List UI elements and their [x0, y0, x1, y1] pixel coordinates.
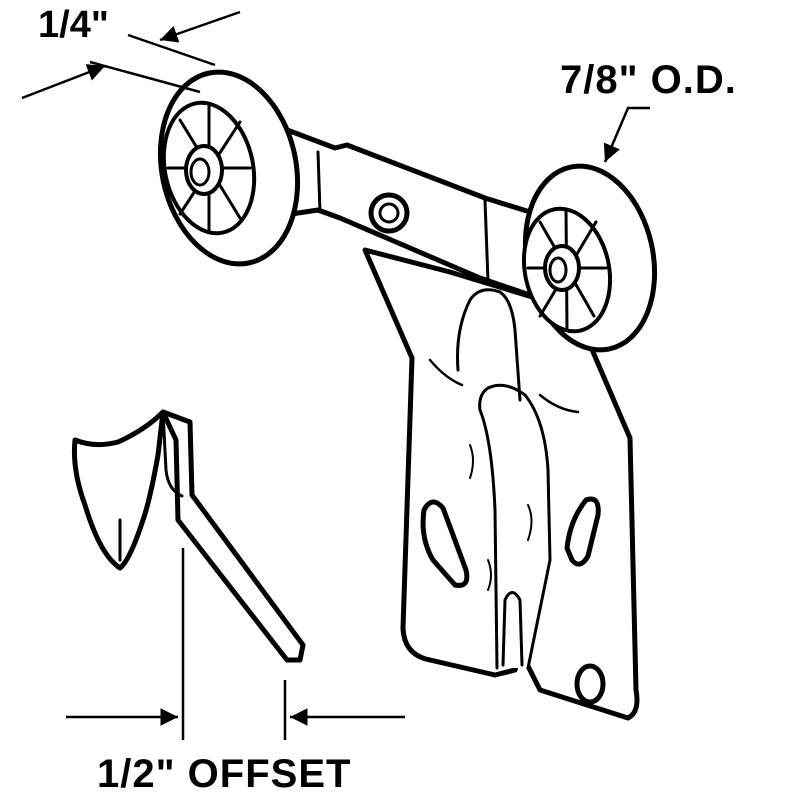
left-adjust-slot [420, 499, 470, 588]
bottom-mounting-hole [574, 663, 606, 705]
bracket-texture [469, 444, 533, 591]
od-leader [603, 106, 650, 163]
thickness-arrow-upper [159, 10, 241, 43]
thickness-arrow-lower [21, 64, 106, 100]
keyhole-inner [501, 591, 524, 667]
left-roller [157, 69, 301, 267]
keyhole-slot [478, 383, 552, 670]
offset-clip-arm [160, 409, 306, 663]
thickness-extension-upper [127, 33, 216, 67]
outer-diameter-label: 7/8" O.D. [560, 58, 737, 102]
axle-rivet-inner [378, 202, 400, 224]
right-adjust-slot [564, 496, 601, 567]
right-roller [521, 163, 658, 353]
bracket-rib [456, 288, 522, 402]
bracket-crease-right [538, 393, 580, 414]
offset-clip-tab [71, 409, 166, 571]
offset-clip-arm-edge [161, 410, 184, 498]
axle-bar-bend-right [483, 198, 490, 284]
thickness-label: 1/4" [38, 4, 109, 46]
offset-label: 1/2" OFFSET [97, 752, 352, 796]
axle-bar-bend-left [316, 150, 322, 214]
bracket-crease-left [428, 358, 464, 387]
thickness-extension-lower [89, 60, 201, 94]
